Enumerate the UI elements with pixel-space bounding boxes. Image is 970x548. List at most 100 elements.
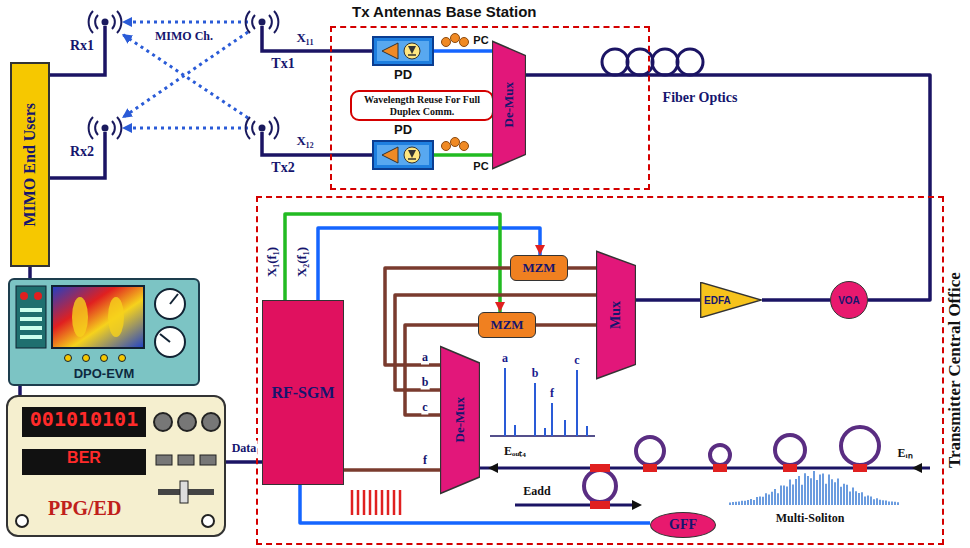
- drawing-part: [515, 504, 638, 507]
- drawing-part: [795, 479, 797, 505]
- drawing-part: [408, 158, 416, 160]
- drawing-part: [813, 471, 815, 505]
- attenuator-circle: VOA: [830, 281, 868, 319]
- note-box: Wavelength Reuse For Full Duplex Comm.: [350, 90, 494, 121]
- drawing-part: [643, 464, 657, 472]
- drawing-part: [897, 502, 899, 505]
- drawing-part: [775, 435, 805, 465]
- drawing-part: [882, 500, 884, 505]
- drawing-part: [828, 475, 830, 506]
- drawing-part: [846, 485, 848, 505]
- drawing-part: [879, 500, 881, 505]
- node-text: Tx Antennas Base Station: [352, 3, 536, 20]
- node-text: RF-SGM: [271, 384, 334, 402]
- drawing-part: [155, 327, 185, 357]
- antenna-feeds: [50, 26, 372, 178]
- drawing-part: [912, 463, 922, 473]
- drawing-part: [590, 464, 610, 472]
- drawing-part: [807, 476, 809, 505]
- drawing-part: [393, 490, 396, 515]
- frequency-comb: [352, 490, 400, 515]
- drawing-part: [636, 437, 664, 465]
- drawing-part: [652, 49, 678, 75]
- drawing-part: [375, 490, 378, 515]
- drawing-part: [822, 473, 824, 505]
- node-text: GFF: [669, 517, 697, 533]
- drawing-part: [377, 145, 429, 165]
- annotation-label: a: [501, 351, 509, 366]
- drawing-part: [20, 317, 42, 321]
- drawing-part: [16, 286, 46, 348]
- drawing-part: [885, 500, 887, 505]
- modulator-box: MZM: [510, 255, 568, 281]
- drawing-part: [108, 297, 124, 337]
- drawing-part: [765, 493, 767, 505]
- drawing-part: [122, 34, 248, 118]
- drawing-part: [783, 486, 785, 506]
- annotation-label: Rx2: [69, 144, 95, 160]
- mimo-channel: [122, 22, 248, 128]
- connector-label: a: [421, 350, 429, 365]
- drawing-part: [451, 138, 460, 147]
- connector: [226, 460, 262, 464]
- node-text: MZM: [490, 317, 523, 333]
- annotation-label: PC: [472, 34, 489, 46]
- drawing-part: [262, 26, 372, 51]
- drawing-part: [810, 478, 812, 505]
- drawing-part: [840, 487, 842, 505]
- drawing-part: [710, 445, 730, 465]
- drawing-part: [20, 335, 42, 339]
- node-text: MIMO End Users: [21, 103, 39, 227]
- output-spectrum: [490, 368, 595, 436]
- connector: [636, 298, 700, 302]
- drawing-part: [404, 43, 420, 59]
- drawing-part: [753, 500, 755, 505]
- connector-label: X₁(f₁): [263, 247, 281, 277]
- connector: [28, 267, 32, 278]
- connector-label: b: [421, 375, 430, 390]
- antenna-icons: [89, 11, 279, 139]
- drawing-part: [741, 501, 743, 505]
- connector: [536, 323, 596, 327]
- annotation-label: Multi-Soliton: [775, 511, 846, 526]
- drawing-part: [894, 502, 896, 505]
- drawing-part: [101, 355, 108, 362]
- drawing-part: [154, 413, 172, 431]
- soliton-spectrum: [730, 471, 898, 505]
- drawing-part: [408, 46, 416, 54]
- drawing-part: [888, 502, 890, 506]
- drawing-part: [841, 427, 879, 465]
- drawing-part: [551, 403, 553, 436]
- annotation-label: Eᵢₙ: [896, 444, 913, 461]
- drawing-part: [178, 455, 194, 465]
- fiber-coil: [602, 49, 703, 75]
- connector: [395, 295, 596, 390]
- drawing-part: [262, 132, 372, 155]
- connector-label: Data: [231, 441, 258, 456]
- node-text: De-Mux: [501, 82, 517, 128]
- drawing-part: [357, 490, 360, 515]
- node-text: Wavelength Reuse For Full Duplex Comm.: [352, 94, 492, 117]
- connector: [285, 214, 500, 312]
- connector: [762, 298, 830, 302]
- drawing-part: [891, 501, 893, 505]
- drawing-part: [783, 464, 797, 472]
- drawing-part: [798, 476, 800, 505]
- node-text: EDFA: [704, 295, 731, 306]
- drawing-part: [861, 492, 863, 505]
- drawing-part: [576, 370, 578, 436]
- multiplexer-outline: [596, 251, 635, 378]
- annotation-label: Eadd: [522, 484, 551, 499]
- drawing-part: [777, 493, 779, 505]
- drawing-part: [852, 488, 854, 506]
- node-text: 001010101: [22, 407, 146, 437]
- annotation-label: X₁₂: [295, 133, 314, 149]
- annotation-label: Eₒᵤₜ₄: [503, 442, 527, 459]
- connector: [18, 386, 22, 395]
- annotation-label: Rx1: [69, 38, 95, 54]
- drawing-part: [729, 502, 731, 505]
- drawing-part: [819, 474, 821, 505]
- drawing-part: [876, 498, 878, 505]
- drawing-part: [72, 297, 88, 337]
- demultiplexer: De-Mux: [440, 345, 480, 495]
